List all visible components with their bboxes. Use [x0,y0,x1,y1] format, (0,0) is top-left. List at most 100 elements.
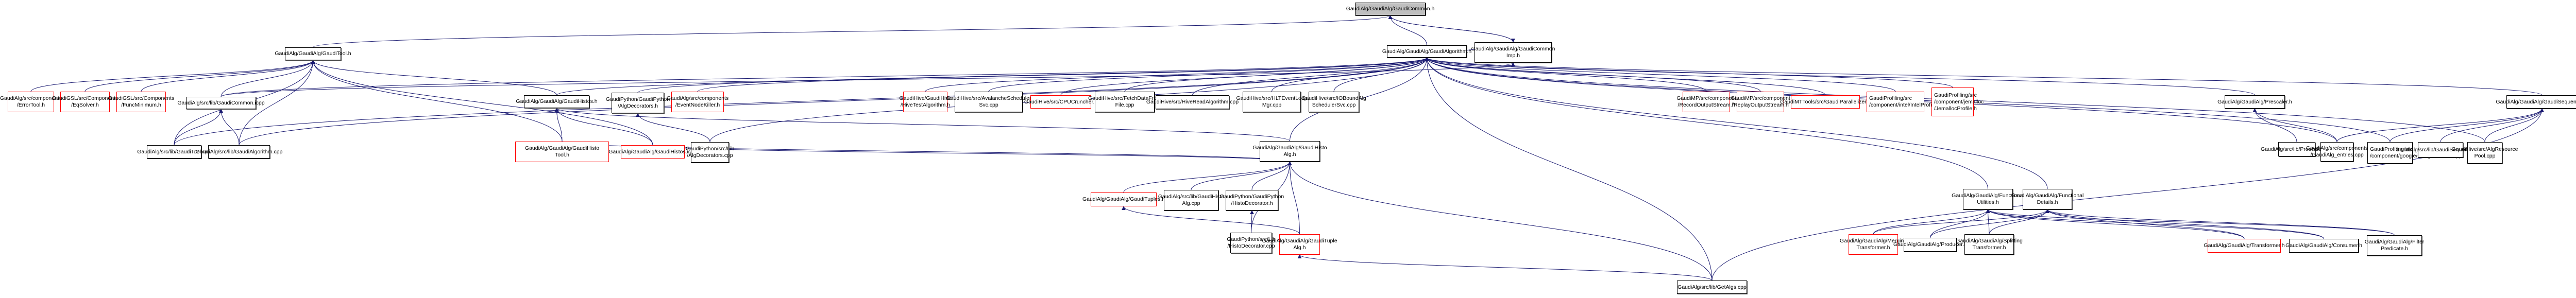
edge-n32-to-n23 [2252,108,2337,143]
edge-layer [30,15,2544,281]
edge-n5-to-n1 [84,60,315,92]
node-prescaler-h[interactable]: GaudiAlg/GaudiAlg/Prescaler.h [2217,95,2292,109]
edge-n38-to-n30 [1251,161,1292,190]
node-ioboundalgscheduler-cpp[interactable]: GaudiHive/src/IOBoundAlg SchedulerSvc.cp… [1301,92,1366,112]
node-replayoutputstream-h[interactable]: GaudiMP/src/component /ReplayOutputStrea… [1731,92,1790,112]
edge-n15-to-n2 [1192,57,1429,96]
node-functionaldetails-h[interactable]: GaudiAlg/GaudiAlg/Functional Details.h [2011,189,2083,209]
edge-n33-to-n24 [2389,108,2544,143]
edge-n29-to-n9 [636,113,710,143]
edge-n4-to-n1 [30,60,315,92]
node-googleauditor-cpp[interactable]: GaudiProfiling/src /component/google/Goo… [2367,142,2462,164]
node-recordoutputstream-h[interactable]: GaudiMP/src/component /RecordOutputStrea… [1676,92,1736,112]
edge-n44-to-n40 [1930,209,2049,238]
edge-n23-to-n2 [1425,57,2255,96]
node-gaudihistos-icpp[interactable]: GaudiAlg/GaudiAlg/GaudiHistos.icpp [608,145,697,159]
edge-n48-to-n40 [2045,209,2395,236]
edge-n49-to-n42 [1297,254,1713,281]
node-avalanchescheduler-cpp[interactable]: GaudiHive/src/AvalancheScheduler Svc.cpp [946,92,1031,112]
edge-n31-to-n23 [2252,108,2297,143]
node-gaudisequencer-h[interactable]: GaudiAlg/GaudiAlg/GaudiSequencer.h [2496,95,2576,109]
node-gaudicommon-h[interactable]: GaudiAlg/GaudiAlg/GaudiCommon.h [1346,3,1434,15]
node-eqsolver-h[interactable]: GaudiGSL/src/Components /EqSolver.h [52,92,118,112]
edge-n46-to-n39 [1986,209,2245,239]
node-algresourcepool-cpp[interactable]: GaudiHive/src/AlgResource Pool.cpp [2452,142,2518,164]
edge-n45-to-n39 [1986,209,1990,235]
edge-n46-to-n40 [2045,209,2245,239]
node-cpucruncher-h[interactable]: GaudiHive/src/CPUCruncher.h [1024,95,1097,109]
node-prescaler-cpp[interactable]: GaudiAlg/src/lib/Prescaler.cpp [2261,142,2333,156]
edge-n43-to-n40 [1873,209,2049,235]
node-transformer-h[interactable]: GaudiAlg/GaudiAlg/Transformer.h [2204,239,2285,253]
node-gaudicommonimp-h[interactable]: GaudiAlg/GaudiAlg/GaudiCommon Imp.h [1471,42,1555,63]
node-gaudituples-h[interactable]: GaudiAlg/GaudiAlg/GaudiTuples.h [1082,192,1165,206]
edge-n49-to-n2 [1425,57,1713,281]
edge-n0-to-n3 [1390,15,1515,43]
edge-n21-to-n2 [1425,57,1896,92]
node-hivereadalgorithm-cpp[interactable]: GaudiHive/src/HiveReadAlgorithm.cpp [1146,95,1239,109]
edge-n7-to-n1 [221,60,315,97]
node-eventnodekiller-h[interactable]: GaudiAlg/src/components /EventNodeKiller… [667,92,728,112]
edge-n44-to-n39 [1930,209,1990,238]
node-funcminimum-h[interactable]: GaudiGSL/src/Components /FuncMinimum.h [108,92,174,112]
node-gaudihistotool-h[interactable]: GaudiAlg/GaudiAlg/GaudiHisto Tool.h [515,142,609,162]
node-gauditool-h[interactable]: GaudiAlg/GaudiAlg/GaudiTool.h [275,47,351,60]
edge-n6-to-n1 [141,60,315,92]
edge-n42-to-n36 [1122,206,1300,235]
node-gaudialgorithm-h[interactable]: GaudiAlg/GaudiAlg/GaudiAlgorithm.h [1382,45,1471,58]
edge-n28-to-n30 [652,145,1292,162]
node-gaudituplealg-h[interactable]: GaudiAlg/GaudiAlg/GaudiTuple Alg.h [1262,234,1337,255]
node-filterpredicate-h[interactable]: GaudiAlg/GaudiAlg/Filter Predicate.h [2365,235,2424,256]
node-fetchdatafromfile-cpp[interactable]: GaudiHive/src/FetchDataFrom File.cpp [1088,92,1161,112]
edge-n26-to-n2 [239,57,1429,146]
edge-n43-to-n39 [1873,209,1990,235]
node-getalgs-cpp[interactable]: GaudiAlg/src/lib/GetAlgs.cpp [1677,281,1747,294]
edge-n2-to-n0 [1388,15,1427,46]
edge-n47-to-n40 [2045,209,2324,239]
edge-n28-to-n1 [311,60,653,146]
edge-n36-to-n30 [1123,161,1292,193]
edge-n7-to-n2 [221,57,1429,97]
node-hlteventloopmgr-cpp[interactable]: GaudiHive/src/HLTEventLoop Mgr.cpp [1236,92,1308,112]
edge-n11-to-n2 [925,57,1429,92]
edge-n26-to-n1 [239,60,315,146]
edge-n30-to-n8 [554,108,1290,142]
node-hivetestalgorithm-h[interactable]: GaudiHive/GaudiHive /HiveTestAlgorithm.h [900,92,951,112]
edge-n1-to-n0 [313,15,1393,48]
node-algdecorators-h[interactable]: GaudiPython/GaudiPython /AlgDecorators.h [606,93,670,113]
node-gaudialgorithm-cpp[interactable]: GaudiAlg/src/lib/GaudiAlgorithm.cpp [196,145,282,159]
edge-n41-to-n38 [1249,210,1254,233]
node-consumer-h[interactable]: GaudiAlg/GaudiAlg/Consumer.h [2285,239,2362,253]
node-mergingtransformer-h[interactable]: GaudiAlg/GaudiAlg/Merging Transformer.h [1840,234,1907,255]
node-functionalutilities-h[interactable]: GaudiAlg/GaudiAlg/Functional Utilities.h [1952,189,2024,209]
node-gaudihistos-h[interactable]: GaudiAlg/GaudiAlg/GaudiHistos.h [516,95,598,108]
node-gaudicommon-icpp[interactable]: GaudiAlg/src/lib/GaudiCommon.icpp [177,97,265,109]
node-algdecorators-cpp[interactable]: GaudiPython/src/Lib /AlgDecorators.cpp [686,142,734,163]
edge-n10-to-n2 [697,57,1429,92]
node-errortool-h[interactable]: GaudiAlg/src/components /ErrorTool.h [0,92,62,112]
node-gaudiparallelizer-h[interactable]: GaudiMTTools/src/GaudiParallelizer.h [1780,95,1871,109]
edge-n28-to-n8 [554,108,653,146]
node-gaudihistoalg-h[interactable]: GaudiAlg/GaudiAlg/GaudiHisto Alg.h [1252,141,1327,162]
edge-n47-to-n39 [1986,209,2324,239]
edge-n39-to-n2 [1425,57,1988,189]
edge-n48-to-n39 [1986,209,2395,236]
edge-n25-to-n7 [174,109,223,146]
node-splittingtransformer-h[interactable]: GaudiAlg/GaudiAlg/Splitting Transformer.… [1956,234,2023,255]
edge-n7-to-n3 [221,62,1515,97]
node-gauditool-cpp[interactable]: GaudiAlg/src/lib/GaudiTool.cpp [137,145,211,159]
edge-n27-to-n8 [554,108,563,142]
edge-n49-to-n30 [1287,161,1713,281]
node-gaudisequencer-cpp[interactable]: GaudiAlg/src/lib/GaudiSequencer.cpp [2396,142,2485,157]
node-histodecorator-cpp[interactable]: GaudiPython/src/Lib /HistoDecorator.cpp [1227,233,1276,253]
node-intelprofile-h[interactable]: GaudiProfiling/src /component/intel/Inte… [1867,92,1940,112]
edge-n8-to-n1 [311,60,557,96]
node-jemallocprofile-h[interactable]: GaudiProfiling/src /component/jemalloc /… [1931,87,1984,116]
node-producer-h[interactable]: GaudiAlg/GaudiAlg/Producer.h [1893,238,1967,252]
edge-n45-to-n40 [1989,209,2049,235]
edge-n14-to-n2 [1124,57,1429,92]
node-gaudihistoalg-cpp[interactable]: GaudiAlg/src/lib/GaudiHisto Alg.cpp [1158,190,1224,211]
node-gaudialg-entries-cpp[interactable]: GaudiAlg/src/components /GaudiAlg_entrie… [2306,142,2368,162]
node-histodecorator-h[interactable]: GaudiPython/GaudiPython /HistoDecorator.… [1220,190,1284,211]
